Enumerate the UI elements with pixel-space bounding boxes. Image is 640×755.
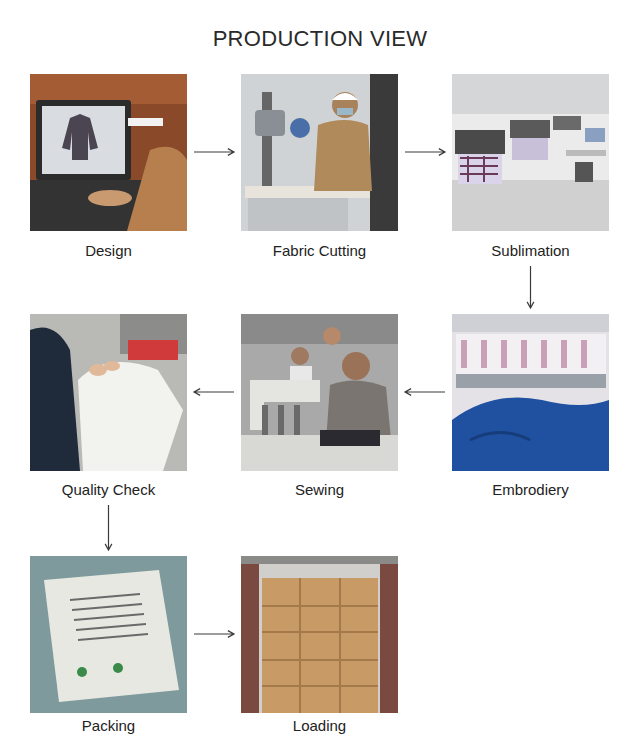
arrow-line bbox=[527, 266, 534, 308]
arrow-line bbox=[405, 149, 445, 156]
process-step: Sewing bbox=[241, 314, 398, 500]
flow-arrow bbox=[405, 389, 445, 396]
design-photo bbox=[30, 74, 187, 231]
flow-arrow bbox=[194, 631, 234, 638]
process-step: Sublimation bbox=[452, 74, 609, 261]
flow-arrow bbox=[194, 389, 234, 396]
process-step: Quality Check bbox=[30, 314, 187, 500]
flow-arrow bbox=[194, 149, 234, 156]
arrow-line bbox=[105, 505, 112, 550]
embroidery-photo bbox=[452, 314, 609, 471]
process-step: Embrodiery bbox=[452, 314, 609, 500]
flow-arrow bbox=[527, 266, 534, 308]
process-step: Design bbox=[30, 74, 187, 261]
fabric-cutting-photo bbox=[241, 74, 398, 231]
step-label: Quality Check bbox=[30, 480, 187, 500]
sublimation-photo bbox=[452, 74, 609, 231]
arrow-line bbox=[194, 631, 234, 638]
packing-photo bbox=[30, 556, 187, 713]
arrow-line bbox=[194, 389, 234, 396]
arrow-line bbox=[194, 149, 234, 156]
step-label: Sewing bbox=[241, 480, 398, 500]
sewing-photo bbox=[241, 314, 398, 471]
step-label: Embrodiery bbox=[452, 480, 609, 500]
arrow-line bbox=[405, 389, 445, 396]
flow-arrow bbox=[405, 149, 445, 156]
step-label: Packing bbox=[30, 716, 187, 736]
process-step: Fabric Cutting bbox=[241, 74, 398, 261]
step-label: Loading bbox=[241, 716, 398, 736]
step-label: Fabric Cutting bbox=[241, 241, 398, 261]
loading-photo bbox=[241, 556, 398, 713]
process-step: Packing bbox=[30, 556, 187, 736]
step-label: Design bbox=[30, 241, 187, 261]
quality-check-photo bbox=[30, 314, 187, 471]
process-step: Loading bbox=[241, 556, 398, 736]
diagram-title: PRODUCTION VIEW bbox=[0, 26, 640, 52]
step-label: Sublimation bbox=[452, 241, 609, 261]
flow-arrow bbox=[105, 505, 112, 550]
